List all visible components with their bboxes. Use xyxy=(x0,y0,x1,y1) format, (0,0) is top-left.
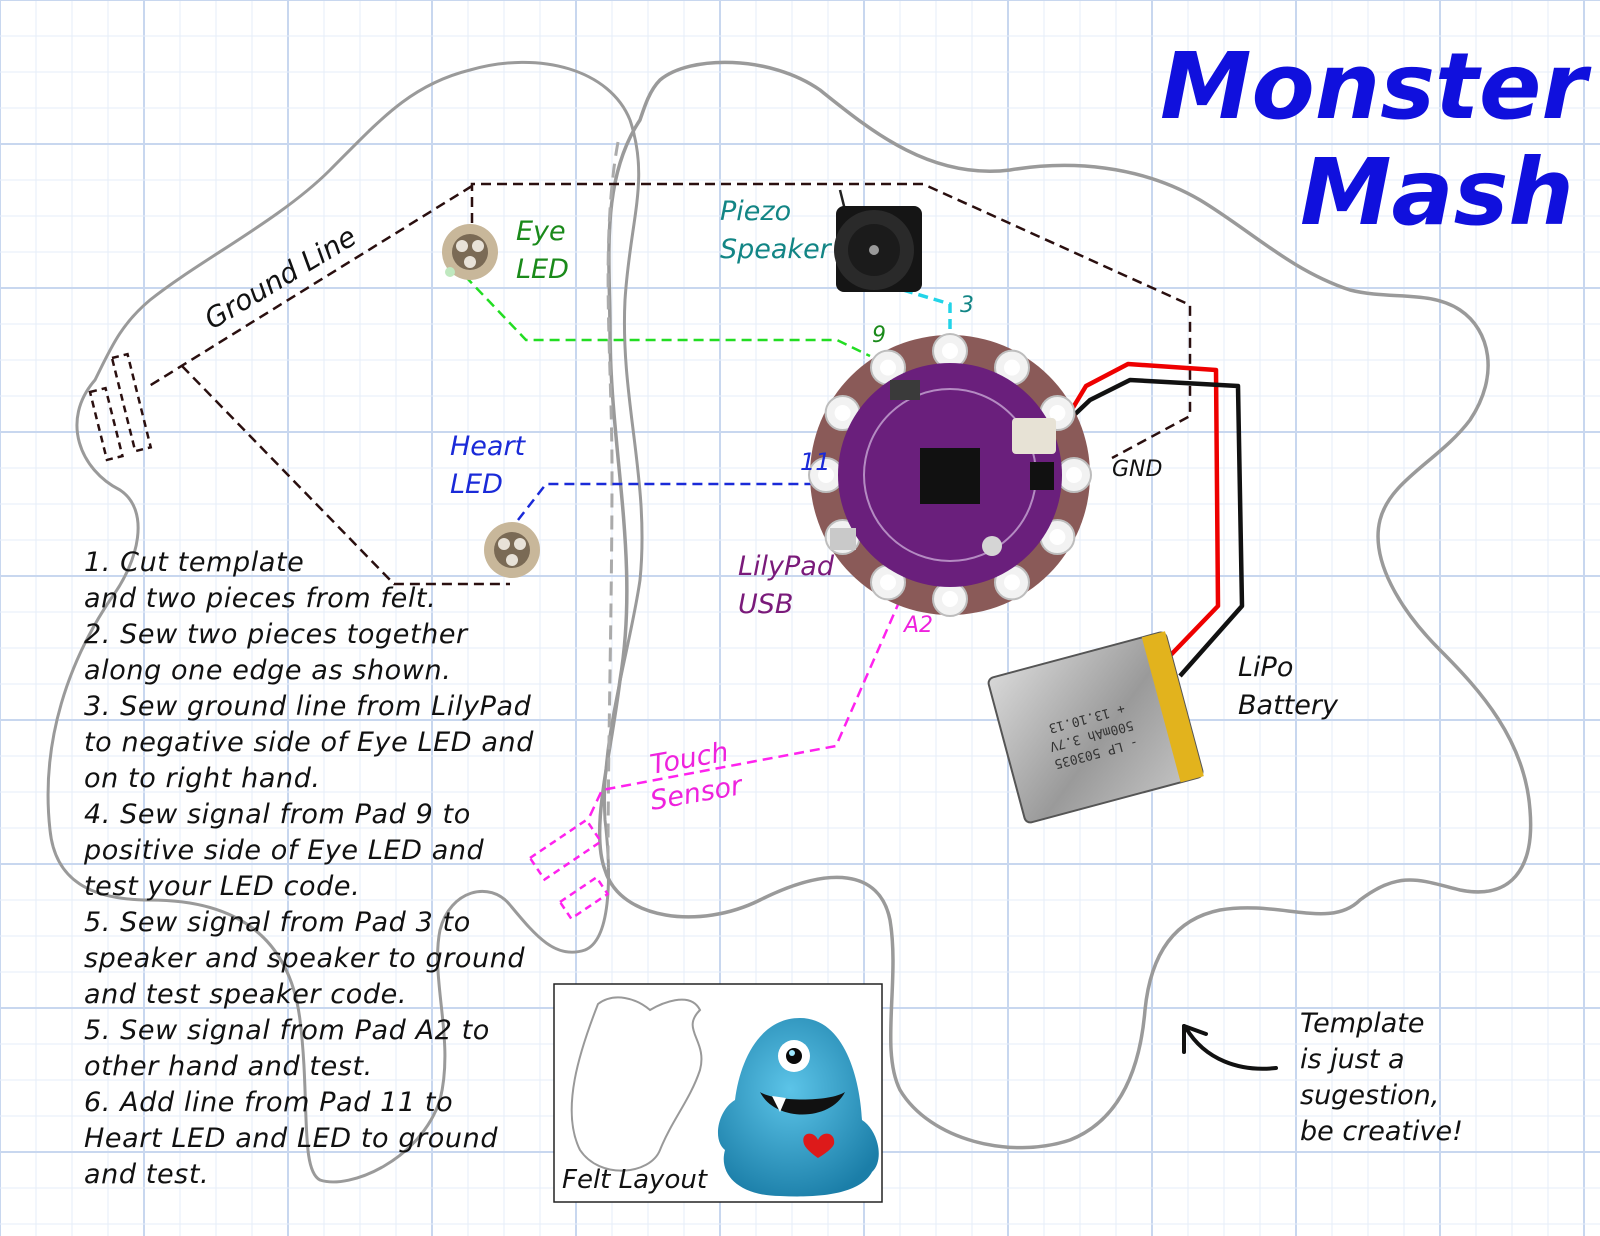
title-line-2: Mash xyxy=(1300,139,1574,246)
template-note-line-4: be creative! xyxy=(1300,1116,1463,1147)
eye-led-signal-wire xyxy=(464,275,871,358)
template-note-line-3: sugestion, xyxy=(1300,1080,1439,1111)
felt-layout-outline xyxy=(570,996,703,1172)
lilypad-sew-pad-hole xyxy=(818,467,834,483)
pad-3-label: 3 xyxy=(960,293,974,318)
instruction-line: other hand and test. xyxy=(84,1051,373,1082)
ground-hand-contact xyxy=(88,352,153,462)
lilypad-sew-pad-hole xyxy=(1049,405,1066,421)
lilypad-sew-pad-hole xyxy=(1004,574,1020,591)
lilypad-sew-pad-hole xyxy=(834,405,851,421)
lilypad-sew-pad-hole xyxy=(942,591,958,607)
instruction-line: 5. Sew signal from Pad 3 to xyxy=(84,907,471,938)
instruction-line: along one edge as shown. xyxy=(84,655,452,686)
lilypad-pads xyxy=(808,333,1092,617)
felt-layout-label: Felt Layout xyxy=(562,1165,708,1195)
lilypad-sew-pad-hole xyxy=(880,359,896,376)
eye-led-component xyxy=(442,224,498,280)
instruction-line: positive side of Eye LED and xyxy=(84,835,485,866)
instruction-line: 3. Sew ground line from LilyPad xyxy=(84,691,532,722)
instruction-line: and test. xyxy=(84,1159,210,1190)
pad-11-label: 11 xyxy=(800,448,831,476)
gnd-pin-label: GND xyxy=(1112,457,1162,482)
heart-led-label-line-1: Heart xyxy=(450,431,527,462)
instruction-line: and two pieces from felt. xyxy=(84,583,437,614)
instruction-line: 6. Add line from Pad 11 to xyxy=(84,1087,454,1118)
heart-led-signal-wire xyxy=(517,482,820,521)
instruction-line: to negative side of Eye LED and xyxy=(84,727,534,758)
title-line-1: Monster xyxy=(1160,33,1592,140)
lipo-battery-label-line-1: LiPo xyxy=(1238,652,1293,683)
lipo-battery-component: + 13.10.13 500mAh 3.7V - LP 503035 xyxy=(987,631,1204,824)
lilypad-sew-pad-hole xyxy=(1066,467,1082,483)
instruction-line: speaker and speaker to ground xyxy=(84,943,526,974)
lipo-battery-label-line-2: Battery xyxy=(1238,690,1339,721)
instruction-line: 1. Cut template xyxy=(84,547,305,578)
touch-sensor-signal-wire xyxy=(586,599,902,821)
instruction-line: on to right hand. xyxy=(84,763,321,794)
instruction-list: 1. Cut template and two pieces from felt… xyxy=(84,545,604,1193)
ground-line-to-heart-led xyxy=(181,365,510,586)
ground-line-label: Ground Line xyxy=(199,220,362,336)
monster-plush-photo xyxy=(717,1018,879,1197)
instruction-line: Heart LED and LED to ground xyxy=(84,1123,499,1154)
battery-black-wire xyxy=(1050,377,1245,678)
eye-led-label-line-1: Eye xyxy=(516,216,566,247)
heart-led-label-line-2: LED xyxy=(450,469,503,500)
lilypad-usb-label-line-2: USB xyxy=(738,589,793,620)
right-felt-template-outline xyxy=(597,60,1533,1150)
instruction-line: and test speaker code. xyxy=(84,979,408,1010)
lilypad-sew-pad-hole xyxy=(1004,359,1020,376)
template-note-line-2: is just a xyxy=(1300,1044,1405,1075)
instruction-line: 4. Sew signal from Pad 9 to xyxy=(84,799,471,830)
piezo-speaker-component xyxy=(834,189,922,292)
heart-led-component xyxy=(484,522,540,578)
left-felt-template-outline xyxy=(46,60,644,1184)
lilypad-usb-label-line-1: LilyPad xyxy=(738,551,835,582)
pad-a2-label: A2 xyxy=(902,613,933,638)
template-note-line-1: Template xyxy=(1300,1008,1424,1039)
seam-fold-line xyxy=(606,141,620,869)
battery-red-wire xyxy=(1048,361,1221,664)
lilypad-usb-board xyxy=(808,333,1092,617)
piezo-speaker-label-line-1: Piezo xyxy=(720,196,791,227)
lilypad-sew-pad-hole xyxy=(942,343,958,359)
pad-9-label: 9 xyxy=(872,323,886,348)
eye-led-label-line-2: LED xyxy=(516,254,569,285)
instruction-line: 5. Sew signal from Pad A2 to xyxy=(84,1015,490,1046)
lilypad-sew-pad-hole xyxy=(880,574,896,591)
piezo-speaker-label-line-2: Speaker xyxy=(720,234,833,265)
speaker-signal-wire xyxy=(902,288,952,348)
template-note-arrow xyxy=(1182,1024,1278,1071)
instruction-line: test your LED code. xyxy=(84,871,361,902)
lilypad-sew-pad-hole xyxy=(1049,529,1066,545)
felt-layout-inset xyxy=(553,983,883,1203)
instruction-line: 2. Sew two pieces together xyxy=(84,619,468,650)
